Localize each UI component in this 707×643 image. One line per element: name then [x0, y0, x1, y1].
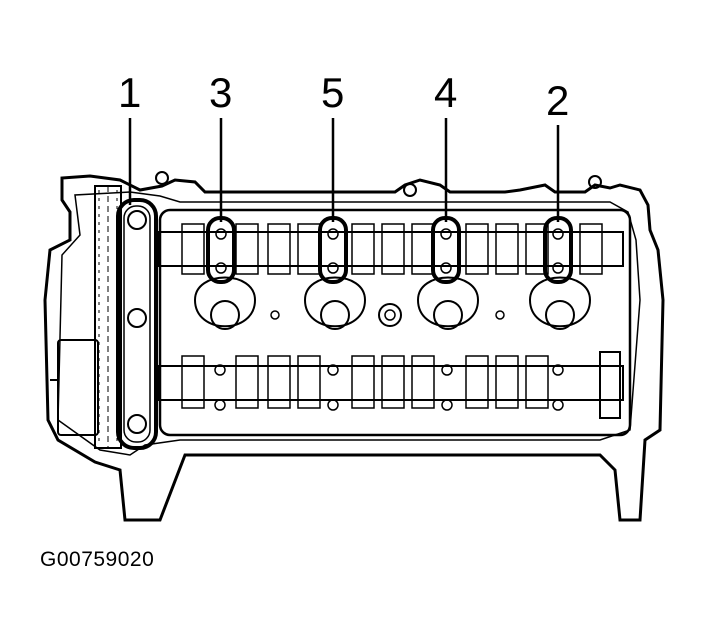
bearing-cap-1	[118, 200, 156, 448]
callout-5: 5	[321, 69, 345, 116]
cylinder-head-outline	[45, 176, 663, 520]
callout-4: 4	[434, 69, 458, 116]
cam-area	[160, 210, 630, 435]
spark-plug-bores	[195, 278, 590, 330]
bearing-cap-2	[545, 218, 571, 282]
bearing-cap-5	[320, 218, 346, 282]
bearing-cap-3	[208, 218, 234, 282]
camshaft-lower	[158, 352, 623, 418]
bearing-cap-4	[433, 218, 459, 282]
callout-3: 3	[209, 69, 233, 116]
leader-lines	[130, 118, 558, 222]
cam-sprocket-housing	[58, 340, 98, 435]
callout-1: 1	[118, 69, 142, 116]
camshaft-upper	[158, 224, 623, 274]
figure-code: G00759020	[40, 548, 155, 571]
callout-2: 2	[546, 77, 570, 124]
